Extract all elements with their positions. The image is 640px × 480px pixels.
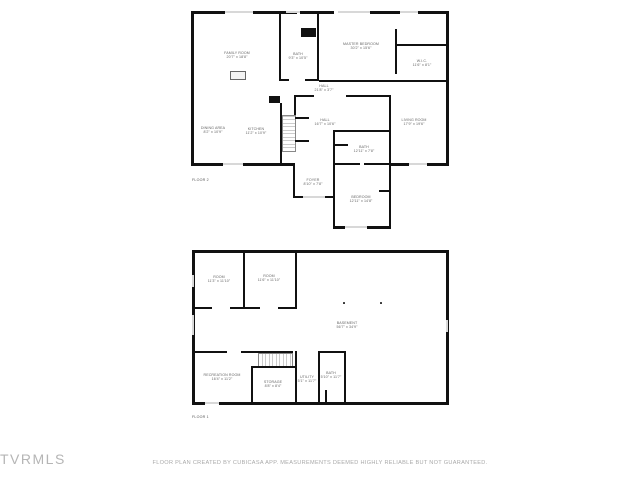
wall bbox=[333, 164, 335, 228]
room-label-hall: HALL 16'7" x 10'6" bbox=[314, 118, 336, 127]
wall bbox=[278, 307, 297, 309]
disclaimer-text: FLOOR PLAN CREATED BY CUBICASA APP. MEAS… bbox=[152, 460, 488, 466]
room-label-room-1: ROOM 11'3" x 11'10" bbox=[207, 275, 231, 284]
mls-watermark: TVRMLS bbox=[0, 451, 66, 467]
wall bbox=[418, 11, 447, 14]
wall bbox=[389, 163, 409, 166]
room-label-foyer: FOYER 8'10" x 7'8" bbox=[303, 178, 323, 187]
support-post bbox=[343, 302, 345, 304]
wall bbox=[333, 130, 391, 132]
vanity-fixture bbox=[301, 28, 316, 37]
floor-label: FLOOR 2 bbox=[192, 178, 209, 182]
room-label-living-room: LIVING ROOM 17'9" x 19'6" bbox=[401, 118, 427, 127]
wall bbox=[192, 402, 205, 405]
wall bbox=[191, 11, 194, 165]
wall bbox=[243, 163, 295, 166]
refrigerator-fixture bbox=[269, 96, 280, 103]
wall bbox=[253, 11, 297, 14]
room-label-hall-upper: HALL 21'8" x 3'7" bbox=[314, 84, 334, 93]
floor-label: FLOOR 1 bbox=[192, 415, 209, 419]
window bbox=[446, 320, 448, 332]
wall bbox=[346, 95, 390, 97]
room-label-room-2: ROOM 11'6" x 11'10" bbox=[257, 274, 281, 283]
wall bbox=[318, 351, 320, 404]
window bbox=[205, 402, 219, 404]
wall bbox=[333, 130, 335, 164]
support-post bbox=[380, 302, 382, 304]
room-label-utility: UTILITY 5'1" x 11'7" bbox=[297, 375, 317, 384]
wall bbox=[295, 140, 309, 142]
room-label-bath-2: BATH 12'11" x 7'8" bbox=[353, 145, 375, 154]
wall bbox=[427, 163, 449, 166]
wall bbox=[280, 103, 282, 163]
wall bbox=[293, 164, 295, 198]
room-label-bedroom: BEDROOM 12'11" x 14'8" bbox=[349, 195, 373, 204]
wall bbox=[230, 307, 260, 309]
wall bbox=[192, 250, 448, 253]
wall bbox=[318, 351, 346, 353]
window bbox=[345, 226, 367, 228]
wall bbox=[191, 11, 225, 14]
wall bbox=[395, 29, 397, 74]
wall bbox=[367, 226, 391, 229]
wall bbox=[317, 11, 319, 81]
wall bbox=[344, 351, 346, 404]
wall bbox=[295, 351, 297, 404]
wall bbox=[370, 11, 400, 14]
wall bbox=[325, 196, 334, 198]
window bbox=[409, 163, 427, 165]
wall bbox=[305, 79, 319, 81]
wall bbox=[295, 251, 297, 309]
wall bbox=[295, 117, 309, 119]
room-label-wic: W.I.C. 11'6" x 8'1" bbox=[412, 59, 432, 68]
room-label-storage: STORAGE 8'8" x 8'4" bbox=[263, 380, 283, 389]
wall bbox=[193, 351, 227, 353]
wall bbox=[389, 95, 391, 130]
front-door bbox=[303, 196, 325, 198]
room-label-bath: BATH 5'10" x 11'7" bbox=[320, 371, 342, 380]
window bbox=[338, 11, 370, 13]
room-label-basement: BASEMENT 56'7" x 34'9" bbox=[336, 321, 358, 330]
wall bbox=[333, 226, 345, 229]
window bbox=[286, 11, 300, 13]
wall bbox=[293, 196, 303, 198]
staircase bbox=[282, 115, 296, 152]
window bbox=[192, 275, 194, 287]
wall bbox=[191, 163, 223, 166]
wall bbox=[243, 251, 245, 309]
wall bbox=[389, 130, 391, 178]
window bbox=[223, 163, 243, 165]
room-label-family-room: FAMILY ROOM 20'7" x 18'8" bbox=[224, 51, 250, 60]
staircase bbox=[258, 353, 293, 367]
wall bbox=[279, 11, 281, 81]
kitchen-island bbox=[230, 71, 246, 80]
room-label-recreation-room: RECREATION ROOM 16'4" x 11'2" bbox=[203, 373, 241, 382]
wall bbox=[334, 144, 348, 146]
wall bbox=[294, 95, 314, 97]
wall bbox=[325, 390, 327, 403]
wall bbox=[319, 80, 447, 82]
wall bbox=[364, 163, 391, 165]
wall bbox=[219, 402, 449, 405]
wall bbox=[251, 366, 253, 404]
wall bbox=[251, 366, 297, 368]
wall bbox=[333, 163, 360, 165]
wall bbox=[241, 351, 293, 353]
wall bbox=[280, 163, 295, 166]
wall bbox=[446, 11, 449, 165]
room-label-master-bedroom: MASTER BEDROOM 30'2" x 15'6" bbox=[343, 42, 379, 51]
wall bbox=[379, 190, 390, 192]
window bbox=[225, 11, 253, 13]
window bbox=[192, 315, 194, 335]
wall bbox=[279, 79, 289, 81]
room-label-kitchen: KITCHEN 11'2" x 10'9" bbox=[245, 127, 267, 136]
wall bbox=[193, 307, 212, 309]
wall bbox=[396, 44, 447, 46]
room-label-bath: BATH 9'3" x 10'5" bbox=[288, 52, 308, 61]
wall bbox=[389, 164, 391, 229]
window bbox=[400, 11, 418, 13]
room-label-dining-area: DINING AREA 8'2" x 10'9" bbox=[200, 126, 226, 135]
